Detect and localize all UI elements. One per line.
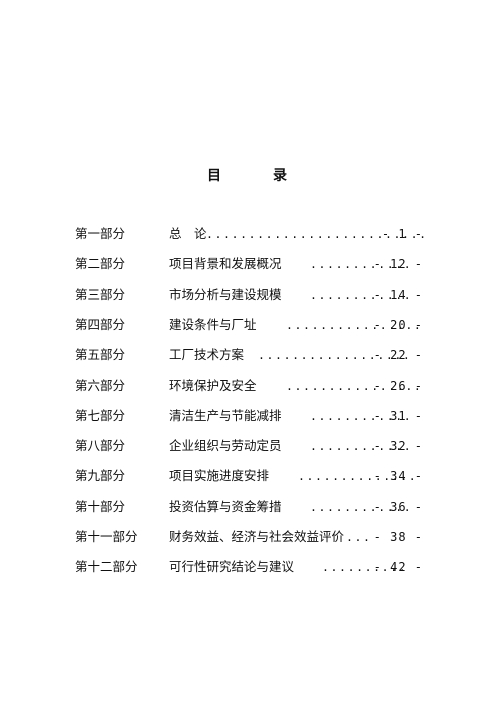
toc-entry-part: 第八部分 xyxy=(75,438,126,454)
toc-entry-leader: .......... xyxy=(322,560,408,575)
toc-entry-page-number: - 42 - xyxy=(373,560,423,575)
toc-entry-title: 市场分析与建设规模 xyxy=(169,286,282,302)
toc-entry-part: 第三部分 xyxy=(75,286,126,302)
toc-entry-part: 第六部分 xyxy=(75,377,126,393)
toc-entry-page-number: - 31 - xyxy=(373,408,423,423)
toc-entry-part: 第九部分 xyxy=(75,468,126,484)
toc-entry[interactable]: 第十二部分 可行性研究结论与建议..........- 42 - xyxy=(0,558,496,576)
toc-entry[interactable]: 第二部分 项目背景和发展概况............- 12 - xyxy=(0,255,496,273)
toc-entry-page-number: - 36 - xyxy=(373,499,423,514)
toc-entry-part: 第二部分 xyxy=(75,256,126,272)
toc-entry[interactable]: 第一部分 总 论..........................- 1 - xyxy=(0,225,496,243)
toc-entry-title: 可行性研究结论与建议 xyxy=(169,559,295,575)
toc-entry[interactable]: 第五部分 工厂技术方案..................- 22 - xyxy=(0,346,496,364)
toc-entry[interactable]: 第九部分 项目实施进度安排..............- 34 - xyxy=(0,467,496,485)
toc-entry-title: 投资估算与资金筹措 xyxy=(169,498,282,514)
toc-entry-page-number: - 12 - xyxy=(373,257,423,272)
toc-entry-page-number: - 34 - xyxy=(373,469,423,484)
toc-entry[interactable]: 第三部分 市场分析与建设规模............- 14 - xyxy=(0,286,496,304)
toc-heading-char-2: 录 xyxy=(273,168,287,184)
toc-entry-leader: .............. xyxy=(298,469,418,484)
toc-entry-leader: ................ xyxy=(286,317,423,332)
toc-heading-char-1: 目 xyxy=(207,168,221,184)
toc-entry-page-number: - 1 - xyxy=(381,227,423,241)
toc-entry-leader: ............ xyxy=(310,257,413,272)
toc-entry[interactable]: 第十一部分 财务效益、经济与社会效益评价...- 38 - xyxy=(0,528,496,546)
toc-entry-page-number: - 32 - xyxy=(373,439,423,454)
toc-entry[interactable]: 第八部分 企业组织与劳动定员............- 32 - xyxy=(0,437,496,455)
toc-entry-leader: .......................... xyxy=(206,227,428,241)
toc-entry-page-number: - 38 - xyxy=(373,530,423,544)
toc-entry[interactable]: 第四部分 建设条件与厂址................- 20 - xyxy=(0,316,496,334)
toc-entry-part: 第五部分 xyxy=(75,347,126,363)
toc-entry-leader: ................ xyxy=(286,378,423,393)
toc-entry-title: 建设条件与厂址 xyxy=(169,316,257,332)
toc-entry-title: 总 论 xyxy=(169,226,207,241)
toc-entry-part: 第十一部分 xyxy=(75,529,138,544)
toc-entry-part: 第七部分 xyxy=(75,407,126,423)
toc-entry-part: 第一部分 xyxy=(75,226,126,241)
toc-entry-title: 清洁生产与节能减排 xyxy=(169,407,282,423)
toc-heading: 目 录 xyxy=(0,165,496,185)
toc-entry-leader: ............ xyxy=(310,499,413,514)
toc-entry-part: 第十二部分 xyxy=(75,559,138,575)
toc-entry-leader: .................. xyxy=(258,348,412,363)
toc-entry-title: 项目实施进度安排 xyxy=(169,468,270,484)
toc-entry-title: 工厂技术方案 xyxy=(169,347,245,363)
toc-entry[interactable]: 第七部分 清洁生产与节能减排............- 31 - xyxy=(0,407,496,425)
toc-entry-title: 项目背景和发展概况 xyxy=(169,256,282,272)
toc-entry-page-number: - 14 - xyxy=(373,287,423,302)
toc-entry-page-number: - 26 - xyxy=(373,378,423,393)
toc-entry-title: 环境保护及安全 xyxy=(169,377,257,393)
toc-entry[interactable]: 第六部分 环境保护及安全................- 26 - xyxy=(0,377,496,395)
toc-entry-leader: ............ xyxy=(310,408,413,423)
toc-entry-part: 第四部分 xyxy=(75,316,126,332)
toc-entry-leader: ... xyxy=(346,530,372,544)
toc-entry-page-number: - 22 - xyxy=(373,348,423,363)
toc-entry-leader: ............ xyxy=(310,287,413,302)
toc-entry-page-number: - 20 - xyxy=(373,317,423,332)
toc-entry-title: 企业组织与劳动定员 xyxy=(169,438,282,454)
toc-entry[interactable]: 第十部分 投资估算与资金筹措............- 36 - xyxy=(0,498,496,516)
toc-entry-part: 第十部分 xyxy=(75,498,126,514)
toc-entry-leader: ............ xyxy=(310,439,413,454)
toc-entry-title: 财务效益、经济与社会效益评价 xyxy=(169,529,345,544)
